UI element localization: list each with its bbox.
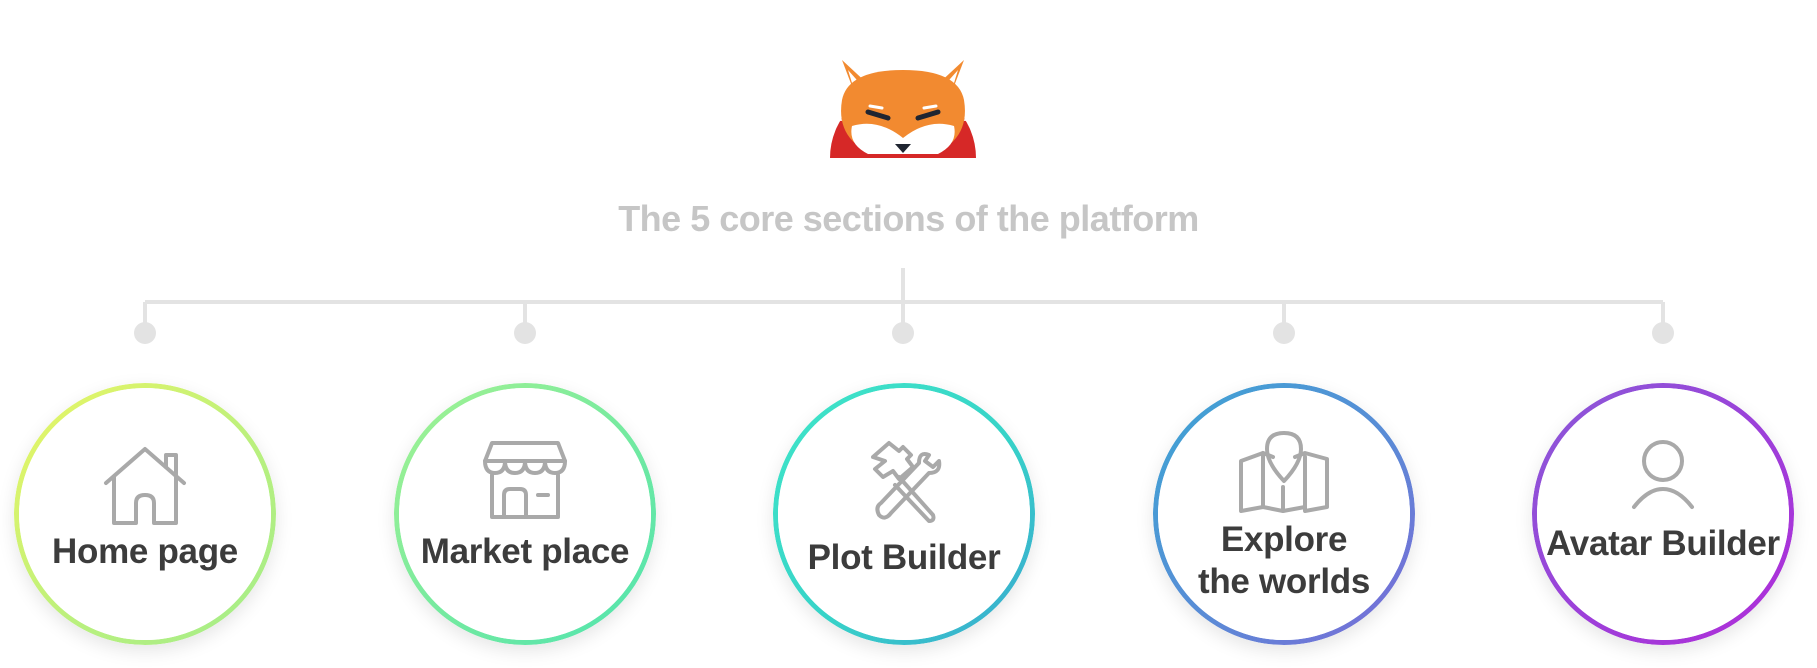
shiba-inu-logo [808, 60, 998, 170]
section-home-page[interactable]: Home page [14, 383, 276, 645]
section-label: Home page [52, 532, 238, 571]
diagram-title: The 5 core sections of the platform [618, 198, 1199, 239]
map-pin-icon [1239, 431, 1329, 513]
connector-dot-1 [134, 322, 156, 344]
house-icon [104, 447, 186, 525]
section-plot-builder[interactable]: Plot Builder [773, 383, 1035, 645]
section-market-place[interactable]: Market place [394, 383, 656, 645]
connector-dot-2 [514, 322, 536, 344]
section-label: Plot Builder [807, 538, 1001, 577]
section-label: Market place [420, 532, 630, 571]
storefront-icon [483, 441, 567, 519]
section-explore-the-worlds[interactable]: Explore the worlds [1153, 383, 1415, 645]
connector-dot-5 [1652, 322, 1674, 344]
connector-dot-3 [892, 322, 914, 344]
user-icon [1632, 440, 1694, 509]
section-label: Avatar Builder [1546, 524, 1780, 563]
section-label: Explore the worlds [1197, 520, 1371, 601]
connector-dot-4 [1273, 322, 1295, 344]
section-avatar-builder[interactable]: Avatar Builder [1532, 383, 1794, 645]
hammer-wrench-icon [871, 441, 942, 523]
